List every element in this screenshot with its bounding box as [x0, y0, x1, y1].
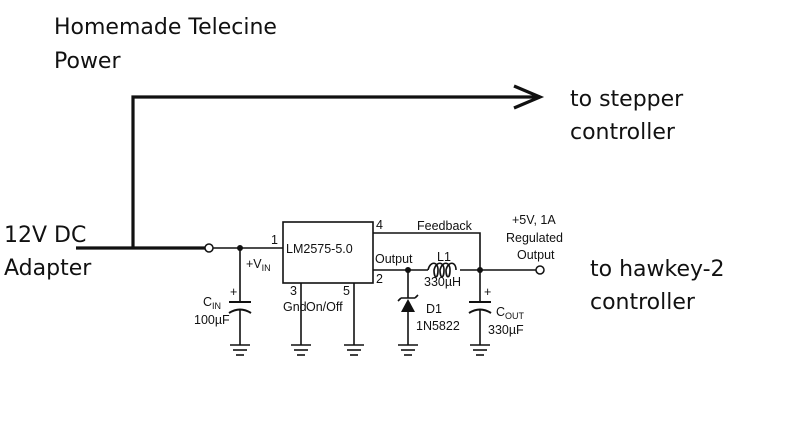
cout-plus: +: [484, 285, 491, 299]
ground-icon: [291, 344, 311, 356]
inductor-l1: [427, 262, 457, 278]
gnd-pin-label: Gnd: [283, 300, 307, 314]
feedback-wire: [373, 232, 481, 270]
lm2575-ic: [282, 221, 374, 284]
output-pin-label: Output: [375, 252, 413, 266]
ground-icon: [344, 344, 364, 356]
hawkey-label-line1: to hawkey-2: [590, 257, 725, 282]
feedback-label: Feedback: [417, 219, 473, 233]
cin-value: 100µF: [194, 313, 230, 327]
regulated-label-line1: +5V, 1A: [512, 213, 556, 227]
input-label-line2: Adapter: [4, 256, 92, 281]
diode-part: 1N5822: [416, 319, 460, 333]
regulated-label-line2: Regulated: [506, 231, 563, 245]
diode-d1: [397, 270, 419, 345]
stepper-label-line1: to stepper: [570, 87, 684, 112]
input-terminal: [204, 243, 214, 253]
title-line1: Homemade Telecine: [54, 15, 277, 40]
hawkey-label-line2: controller: [590, 290, 696, 315]
cin-plus: +: [230, 285, 237, 299]
onoff-pin-label: On/Off: [306, 300, 343, 314]
inductor-ref: L1: [437, 250, 451, 264]
ground-icon: [398, 344, 418, 356]
pin-1: 1: [271, 233, 278, 247]
output-terminal: [535, 265, 545, 275]
inductor-value: 330µH: [424, 275, 461, 289]
diode-ref: D1: [426, 302, 442, 316]
cin-label: CIN: [203, 295, 221, 311]
cout-label: COUT: [496, 305, 525, 321]
ic-part-number: LM2575-5.0: [286, 242, 353, 256]
cin-capacitor: [228, 248, 252, 345]
cout-capacitor: [468, 270, 492, 345]
vin-pin-label: +VIN: [246, 257, 271, 273]
stepper-label-line2: controller: [570, 120, 676, 145]
ground-icon: [230, 344, 250, 356]
pin-3: 3: [290, 284, 297, 298]
title-line2: Power: [54, 49, 121, 74]
ground-icon: [470, 344, 490, 356]
regulated-label-line3: Output: [517, 248, 555, 262]
pin-2: 2: [376, 272, 383, 286]
pin-4: 4: [376, 218, 383, 232]
cout-value: 330µF: [488, 323, 524, 337]
stepper-feed-wire: [76, 84, 545, 250]
input-label-line1: 12V DC: [4, 223, 86, 248]
pin-5: 5: [343, 284, 350, 298]
